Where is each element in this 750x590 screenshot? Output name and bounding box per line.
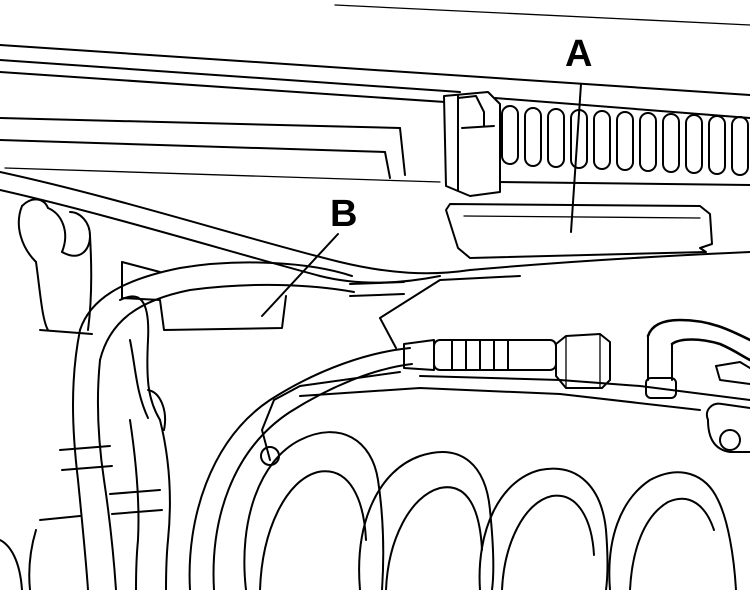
engine-cover (260, 275, 750, 466)
leader-line-b (261, 233, 339, 317)
cowl-panel-lines (0, 4, 750, 284)
intake-runners (243, 431, 737, 590)
right-fittings (645, 318, 750, 453)
component-a-cover (445, 203, 713, 259)
leader-line-a (570, 83, 582, 233)
cable-bundle (188, 281, 413, 590)
wiper-pivot (443, 91, 501, 197)
main-hoses (0, 261, 355, 590)
left-hose-grommet (17, 198, 93, 335)
label-b: B (330, 193, 357, 235)
label-a: A (565, 33, 592, 75)
connector-sleeve (403, 333, 611, 389)
component-b-bracket (121, 261, 287, 331)
vent-grille (494, 97, 750, 186)
